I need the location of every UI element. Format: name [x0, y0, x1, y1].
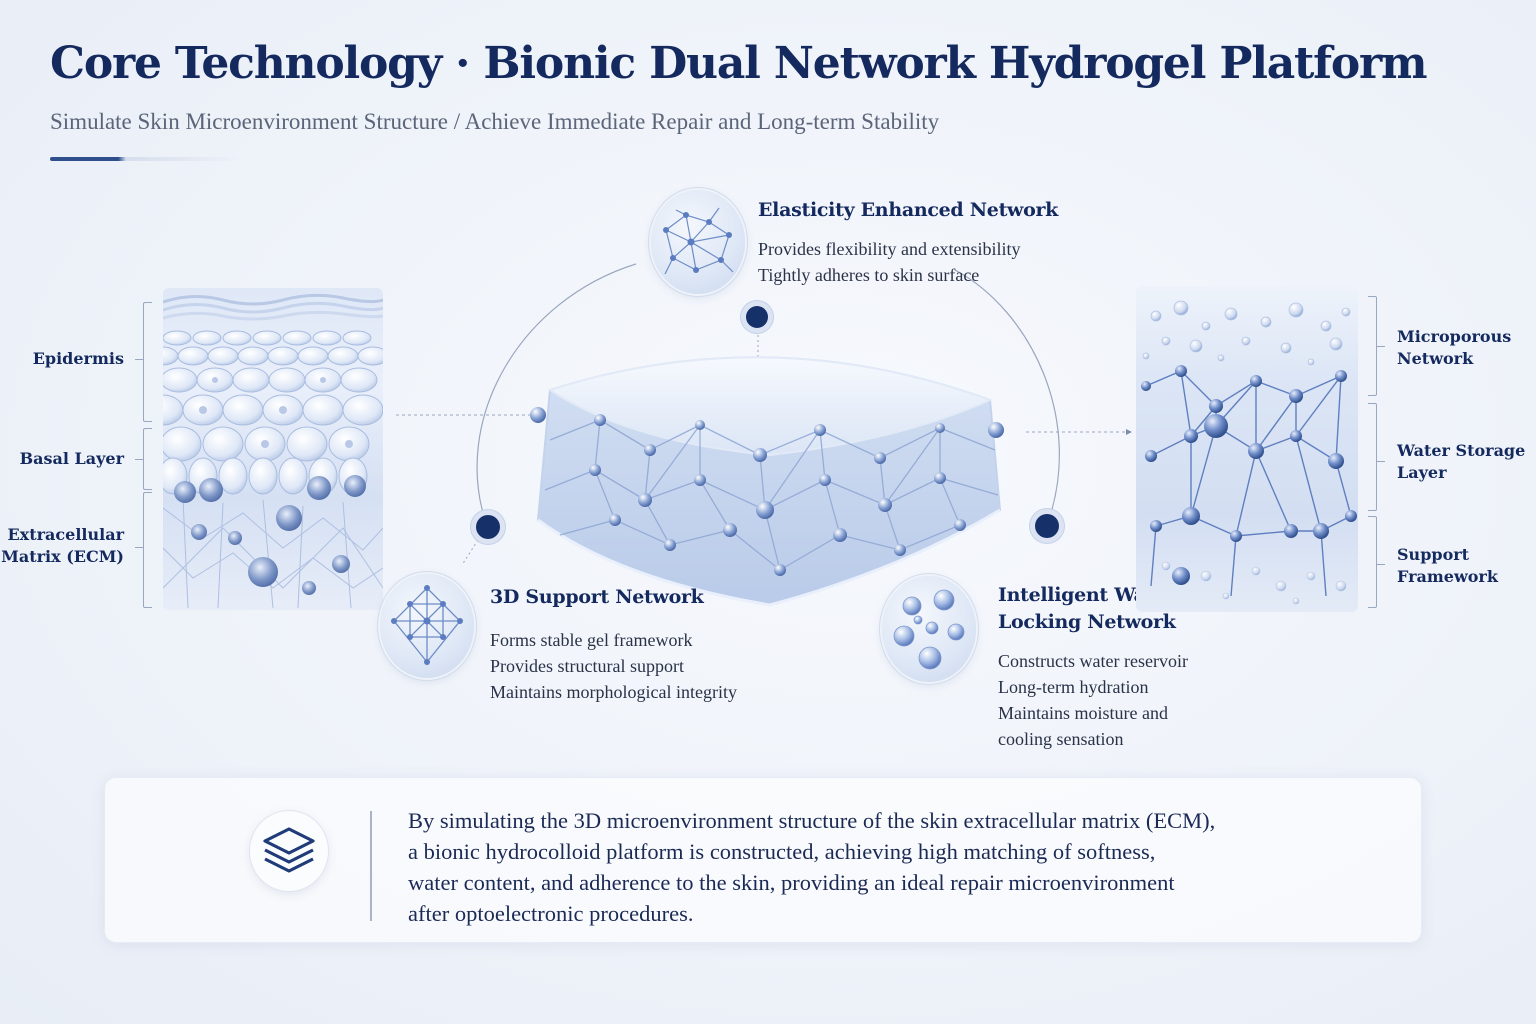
summary-line: a bionic hydrocolloid platform is constr… — [408, 839, 1156, 864]
water-line: Constructs water reservoir — [998, 651, 1188, 671]
water-line: cooling sensation — [998, 729, 1124, 749]
support-title: 3D Support Network — [490, 586, 704, 608]
elasticity-feature: Elasticity Enhanced Network Provides fle… — [758, 197, 1058, 288]
title-underline — [50, 157, 240, 161]
bracket-tick — [1377, 564, 1385, 566]
label-support-line2: Framework — [1397, 567, 1498, 586]
water-droplets-icon — [882, 576, 976, 682]
label-microporous-network: Microporous Network — [1397, 326, 1511, 370]
support-network-icon — [380, 574, 474, 678]
label-water-storage-line2: Layer — [1397, 463, 1447, 482]
support-node-dot — [476, 515, 500, 539]
water-feature: Intelligent Water Locking Network Constr… — [998, 582, 1258, 752]
support-line: Maintains morphological integrity — [490, 682, 737, 702]
support-line: Forms stable gel framework — [490, 630, 693, 650]
elasticity-network-icon — [651, 190, 745, 294]
page-title: Core Technology · Bionic Dual Network Hy… — [50, 38, 1428, 89]
label-support-line1: Support — [1397, 545, 1470, 564]
water-line: Maintains moisture and — [998, 703, 1168, 723]
summary-line: By simulating the 3D microenvironment st… — [408, 808, 1216, 833]
label-ecm-line1: Extracellular — [7, 525, 124, 544]
water-node-dot — [1035, 514, 1059, 538]
support-feature: 3D Support Network Forms stable gel fram… — [490, 584, 790, 705]
bracket-basal — [143, 428, 152, 490]
label-microporous-line1: Microporous — [1397, 327, 1512, 346]
gel-cross-section-image — [1136, 286, 1358, 612]
elasticity-line: Provides flexibility and extensibility — [758, 239, 1021, 259]
summary-line: water content, and adherence to the skin… — [408, 870, 1175, 895]
summary-text: By simulating the 3D microenvironment st… — [408, 805, 1308, 929]
bracket-microporous — [1368, 296, 1377, 396]
layers-icon — [250, 811, 328, 891]
bracket-support — [1368, 516, 1377, 608]
page-subtitle: Simulate Skin Microenvironment Structure… — [50, 109, 940, 134]
bracket-tick — [135, 459, 143, 461]
water-title-line2: Locking Network — [998, 611, 1176, 633]
elasticity-title: Elasticity Enhanced Network — [758, 199, 1059, 221]
card-divider — [370, 811, 372, 921]
water-line: Long-term hydration — [998, 677, 1149, 697]
bracket-epidermis — [143, 302, 152, 422]
support-line: Provides structural support — [490, 656, 684, 676]
water-title-line1: Intelligent Water — [998, 584, 1176, 606]
bracket-tick — [135, 359, 143, 361]
elasticity-node-dot — [746, 306, 768, 328]
elasticity-line: Tightly adheres to skin surface — [758, 265, 980, 285]
label-basal-layer: Basal Layer — [19, 449, 124, 468]
label-microporous-line2: Network — [1397, 349, 1474, 368]
label-epidermis: Epidermis — [32, 349, 124, 368]
label-water-storage-layer: Water Storage Layer — [1397, 440, 1525, 484]
bracket-ecm — [143, 492, 152, 608]
label-water-storage-line1: Water Storage — [1397, 441, 1526, 460]
hydrogel-block-image — [530, 356, 1004, 607]
bracket-tick — [1377, 346, 1385, 348]
bracket-water-storage — [1368, 403, 1377, 511]
label-ecm-line2: Matrix (ECM) — [1, 547, 124, 566]
skin-cross-section-image — [163, 288, 383, 610]
summary-line: after optoelectronic procedures. — [408, 901, 694, 926]
bracket-tick — [135, 547, 143, 549]
label-support-framework: Support Framework — [1397, 544, 1498, 588]
label-ecm: Extracellular Matrix (ECM) — [1, 524, 124, 568]
bracket-tick — [1377, 461, 1385, 463]
